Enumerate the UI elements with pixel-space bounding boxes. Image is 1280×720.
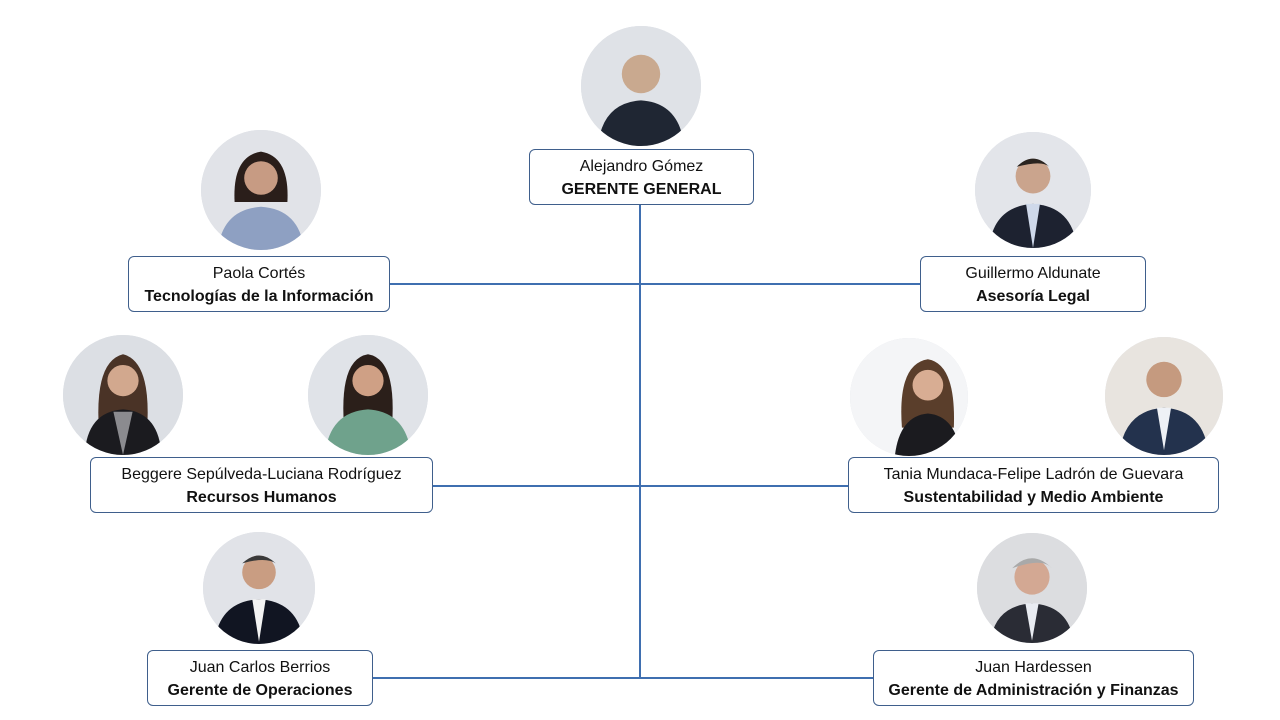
node-recursos-humanos: Beggere Sepúlveda-Luciana Rodríguez Recu…: [90, 457, 433, 513]
node-tecnologias: Paola Cortés Tecnologías de la Informaci…: [128, 256, 390, 312]
photo-guillermo-aldunate: [975, 132, 1091, 248]
node-name: Guillermo Aldunate: [965, 265, 1101, 282]
node-role: Gerente de Administración y Finanzas: [888, 682, 1179, 699]
node-role: Asesoría Legal: [976, 288, 1090, 305]
person-photo-icon: [308, 335, 428, 455]
node-gerente-general: Alejandro Gómez GERENTE GENERAL: [529, 149, 754, 205]
node-role: GERENTE GENERAL: [561, 181, 722, 198]
photo-luciana-rodriguez: [308, 335, 428, 455]
photo-juan-hardessen: [977, 533, 1087, 643]
person-photo-icon: [975, 132, 1091, 248]
person-photo-icon: [1105, 337, 1223, 455]
node-sustentabilidad: Tania Mundaca-Felipe Ladrón de Guevara S…: [848, 457, 1219, 513]
node-administracion-finanzas: Juan Hardessen Gerente de Administración…: [873, 650, 1194, 706]
photo-beggere-sepulveda: [63, 335, 183, 455]
photo-alejandro-gomez: [581, 26, 701, 146]
node-asesoria-legal: Guillermo Aldunate Asesoría Legal: [920, 256, 1146, 312]
person-photo-icon: [977, 533, 1087, 643]
person-photo-icon: [201, 130, 321, 250]
node-name: Juan Carlos Berrios: [189, 659, 331, 676]
node-operaciones: Juan Carlos Berrios Gerente de Operacion…: [147, 650, 373, 706]
node-role: Recursos Humanos: [186, 489, 337, 506]
person-photo-icon: [850, 338, 968, 456]
person-photo-icon: [63, 335, 183, 455]
node-name: Paola Cortés: [212, 265, 306, 282]
photo-felipe-ladron-de-guevara: [1105, 337, 1223, 455]
node-name: Juan Hardessen: [975, 659, 1092, 676]
photo-tania-mundaca: [850, 338, 968, 456]
photo-paola-cortes: [201, 130, 321, 250]
person-photo-icon: [581, 26, 701, 146]
node-role: Sustentabilidad y Medio Ambiente: [903, 489, 1164, 506]
node-role: Gerente de Operaciones: [167, 682, 353, 699]
node-name: Beggere Sepúlveda-Luciana Rodríguez: [121, 466, 402, 483]
person-photo-icon: [203, 532, 315, 644]
node-name: Alejandro Gómez: [579, 158, 704, 175]
photo-juan-carlos-berrios: [203, 532, 315, 644]
node-role: Tecnologías de la Información: [144, 288, 374, 305]
node-name: Tania Mundaca-Felipe Ladrón de Guevara: [883, 466, 1184, 483]
